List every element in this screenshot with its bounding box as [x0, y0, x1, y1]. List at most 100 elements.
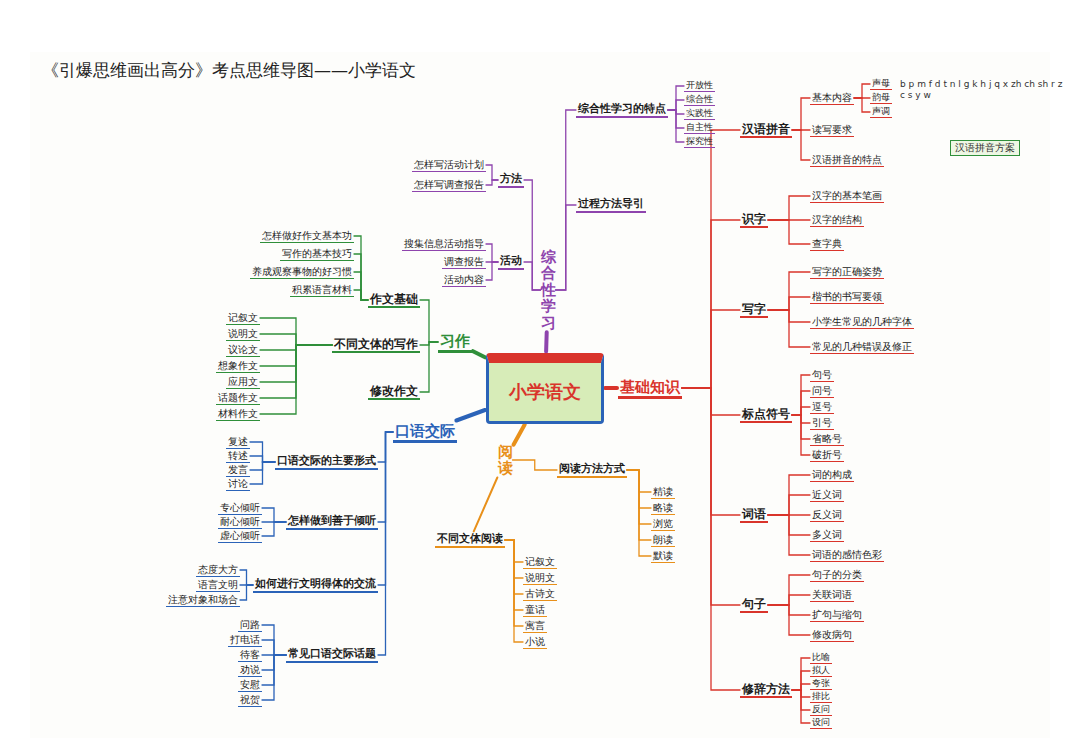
node-text: 破折号	[812, 449, 842, 460]
node-text: 近义词	[812, 489, 842, 500]
branch-topic: 句子	[740, 597, 768, 613]
node-text: 想象作文	[218, 360, 258, 371]
leaf-topic: 引号	[810, 417, 834, 430]
branch-topic: 不同文体阅读	[435, 532, 505, 547]
branch-line	[260, 318, 332, 345]
leaf-topic: 读写要求	[810, 124, 854, 137]
branch-line	[792, 375, 810, 415]
main-branch-topic: 阅读	[498, 444, 513, 477]
branch-line	[792, 98, 810, 130]
node-text: 识字	[742, 212, 766, 226]
leaf-topic: 怎样做好作文基本功	[260, 230, 354, 243]
node-text: 修改病句	[812, 629, 852, 640]
node-text: 小说	[525, 636, 545, 647]
branch-line	[768, 297, 810, 310]
leaf-topic: 写字的正确姿势	[810, 266, 884, 279]
node-text: 基本内容	[812, 92, 852, 103]
node-text: 积累语言材料	[292, 284, 352, 295]
leaf-topic: 语言文明	[196, 579, 240, 592]
branch-line	[262, 508, 286, 522]
node-text: 调查报告	[444, 256, 484, 267]
node-text: 复述	[228, 436, 248, 447]
node-text: 综合性	[686, 94, 713, 104]
node-text: 待客	[240, 649, 260, 660]
node-text: 问路	[240, 619, 260, 630]
node-text: 楷书的书写要领	[812, 291, 882, 302]
branch-line	[486, 180, 498, 185]
node-text: 夸张	[812, 678, 830, 688]
leaf-topic: 句号	[810, 369, 834, 382]
node-text: 活动	[500, 254, 522, 267]
node-text: 句子	[742, 597, 766, 611]
node-text: 开放性	[686, 80, 713, 90]
branch-line	[768, 272, 810, 310]
branch-line	[768, 475, 810, 515]
branch-line	[486, 165, 498, 180]
node-text: 排比	[812, 691, 830, 701]
leaf-topic: 搜集信息活动指导	[402, 238, 486, 251]
node-text: 关联词语	[812, 589, 852, 600]
node-text: 怎样做到善于倾听	[288, 514, 376, 527]
leaf-topic: 发言	[226, 464, 250, 477]
central-topic: 小学语文	[486, 353, 604, 424]
node-text: 安慰	[240, 679, 260, 690]
leaf-topic: 反义词	[810, 509, 844, 522]
branch-line	[768, 575, 810, 605]
branch-line	[792, 415, 810, 455]
branch-topic: 口语交际的主要形式	[275, 454, 378, 469]
branch-topic: 阅读方法方式	[557, 462, 627, 477]
leaf-topic: 汉语拼音的特点	[810, 154, 884, 167]
node-text: 浏览	[653, 518, 673, 529]
leaf-topic: 默读	[651, 550, 675, 563]
node-text: 略读	[653, 502, 673, 513]
node-text: 标点符号	[742, 407, 790, 421]
node-text: 综合性学习	[541, 249, 556, 332]
branch-line	[524, 180, 541, 290]
node-text: 汉字的结构	[812, 214, 862, 225]
branch-line	[250, 456, 275, 462]
branch-line	[768, 220, 810, 244]
node-text: 汉语拼音的特点	[812, 154, 882, 165]
node-text: 汉字的基本笔画	[812, 190, 882, 201]
leaf-topic: 耐心倾听	[218, 516, 262, 529]
branch-line	[668, 86, 684, 110]
node-text: 声调	[872, 106, 890, 116]
node-text: 口语交际的主要形式	[277, 454, 376, 467]
node-text: 修辞方法	[742, 682, 790, 696]
node-text: 综合性学习的特点	[578, 102, 666, 115]
branch-line	[250, 462, 275, 484]
branch-line	[792, 684, 810, 690]
branch-line	[546, 332, 548, 351]
node-text: 小学生常见的几种字体	[812, 316, 912, 327]
leaf-topic: 问路	[238, 619, 262, 632]
branch-line	[768, 515, 810, 555]
branch-topic: 方法	[498, 172, 524, 187]
node-text: 默读	[653, 550, 673, 561]
branch-line	[354, 272, 368, 300]
branch-line	[605, 388, 617, 389]
node-text: 不同文体阅读	[437, 532, 503, 545]
node-text: 自主性	[686, 122, 713, 132]
branch-line	[486, 262, 498, 280]
main-branch-topic: 基础知识	[618, 378, 682, 399]
branch-line	[420, 300, 438, 342]
leaf-topic: 虚心倾听	[218, 530, 262, 543]
leaf-topic: 排比	[810, 691, 832, 703]
node-text: 写字	[742, 302, 766, 316]
branch-line	[524, 262, 541, 290]
node-text: 过程方法导引	[578, 197, 644, 210]
branch-line	[682, 388, 740, 690]
branch-topic: 标点符号	[740, 407, 792, 423]
node-text: 记叙文	[525, 556, 555, 567]
leaf-topic: 夸张	[810, 678, 832, 690]
branch-line	[262, 522, 286, 536]
leaf-topic: 朗读	[651, 534, 675, 547]
node-text: 省略号	[812, 433, 842, 444]
leaf-topic: 专心倾听	[218, 502, 262, 515]
leaf-topic: 开放性	[684, 80, 715, 92]
node-text: 转述	[228, 450, 248, 461]
main-branch-topic: 综合性学习	[541, 249, 556, 332]
node-text: 写作的基本技巧	[282, 248, 352, 259]
leaf-topic: 词语的感情色彩	[810, 549, 884, 562]
